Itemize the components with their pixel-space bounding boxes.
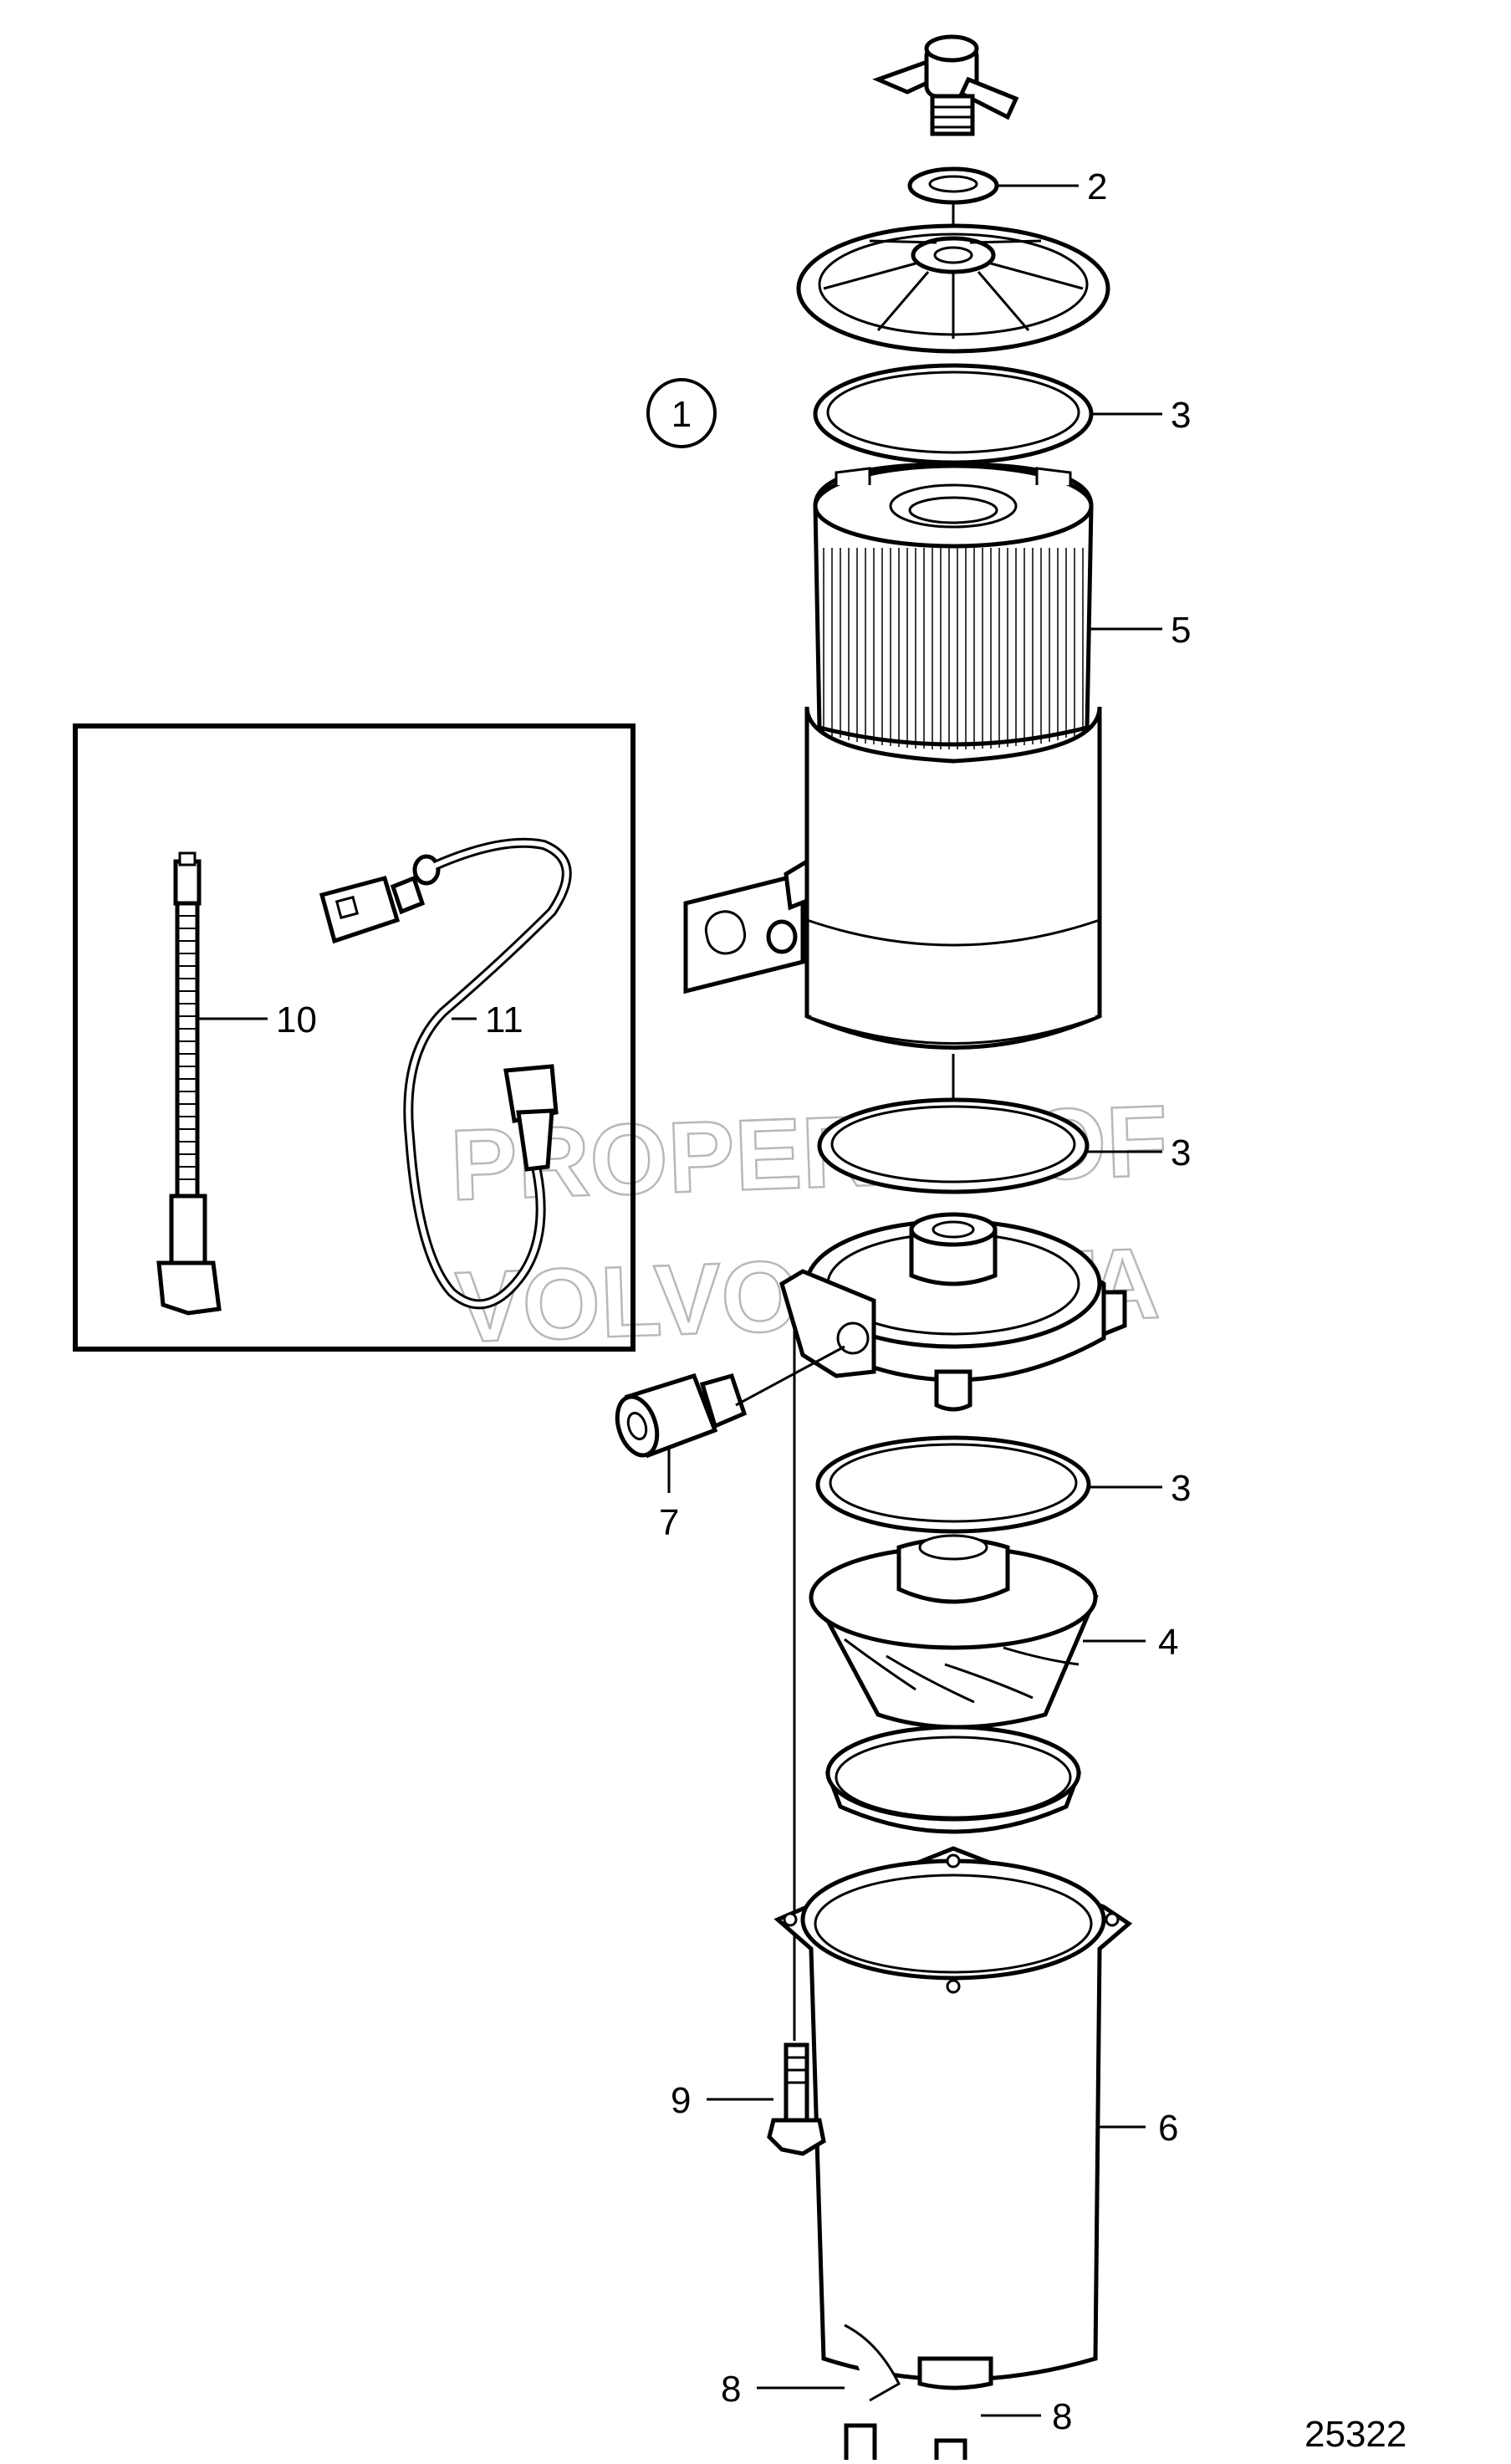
callout-5: 5 [1171, 610, 1191, 651]
filter-head [779, 1212, 1127, 1412]
filter-pleats [823, 548, 1084, 749]
drain-plug-right [934, 2438, 967, 2464]
group-marker-number: 1 [671, 394, 692, 435]
drain-plug-left [844, 2423, 877, 2464]
callout-9: 9 [671, 2080, 691, 2121]
callout-7: 7 [659, 1502, 679, 1543]
callout-2: 2 [1087, 166, 1107, 207]
group-marker: 1 [646, 378, 717, 448]
water-sensor [156, 851, 222, 1316]
vent-screw-t-handle [872, 34, 1019, 136]
o-ring-lower [815, 1435, 1091, 1534]
o-ring-top [813, 363, 1094, 465]
callout-11: 11 [485, 999, 523, 1040]
callout-3-middle: 3 [1171, 1132, 1191, 1173]
filter-element [813, 462, 1094, 749]
bowl-ring [824, 1725, 1082, 1834]
callout-3-top: 3 [1171, 395, 1191, 436]
callout-labels: 2 3 5 10 11 3 7 3 4 9 6 8 8 [276, 166, 1191, 2437]
callout-6: 6 [1158, 2108, 1178, 2149]
bolt [767, 2042, 826, 2156]
figure-number: 25322 [1304, 2414, 1406, 2455]
washer [907, 166, 999, 205]
o-ring-middle [817, 1097, 1090, 1194]
callout-8-right: 8 [1052, 2396, 1072, 2437]
top-cover-plate [796, 223, 1110, 354]
wiring-harness [319, 837, 572, 1310]
leader-lines [197, 184, 1162, 2417]
callout-4: 4 [1158, 1622, 1178, 1663]
fitting-nipple [615, 1345, 845, 1459]
inset-box [73, 723, 636, 1352]
filter-housing [683, 706, 1102, 1050]
separator-cone [809, 1534, 1099, 1730]
callout-8-left: 8 [721, 2369, 741, 2410]
water-bowl [773, 1846, 1133, 2402]
callout-3-lower: 3 [1171, 1468, 1191, 1509]
callout-10: 10 [276, 999, 317, 1040]
